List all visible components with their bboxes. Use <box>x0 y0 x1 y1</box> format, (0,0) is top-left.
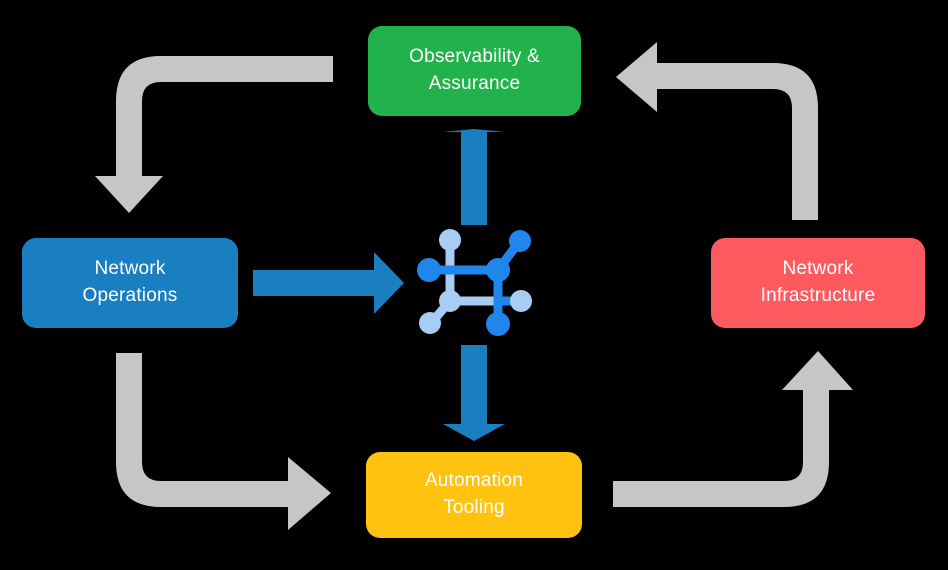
network-icon-light-nodes <box>419 229 532 334</box>
blue-arrow-operations-to-center <box>253 252 404 314</box>
node-network-operations[interactable]: Network Operations <box>22 238 238 328</box>
node-network-infrastructure[interactable]: Network Infrastructure <box>711 238 925 328</box>
gray-arrow-operations-to-automation <box>116 353 331 530</box>
node-observability-assurance[interactable]: Observability & Assurance <box>368 26 581 116</box>
node-observability-label: Observability & Assurance <box>409 46 540 94</box>
node-network-infrastructure-label: Network Infrastructure <box>760 258 876 306</box>
network-icon-light-links <box>427 235 503 327</box>
node-automation-tooling[interactable]: Automation Tooling <box>366 452 582 538</box>
network-topology-icon <box>417 229 532 336</box>
gray-arrow-automation-to-infrastructure <box>613 351 853 507</box>
network-icon-dark-nodes <box>417 230 531 336</box>
gray-arrow-observability-to-operations <box>95 56 333 213</box>
blue-arrow-center-to-automation <box>443 345 505 441</box>
center-icon-container <box>415 218 539 342</box>
node-network-operations-label: Network Operations <box>82 258 178 306</box>
gray-arrow-infrastructure-to-observability <box>616 42 818 220</box>
blue-arrow-center-to-observability <box>443 129 505 225</box>
node-automation-tooling-label: Automation Tooling <box>424 470 524 518</box>
